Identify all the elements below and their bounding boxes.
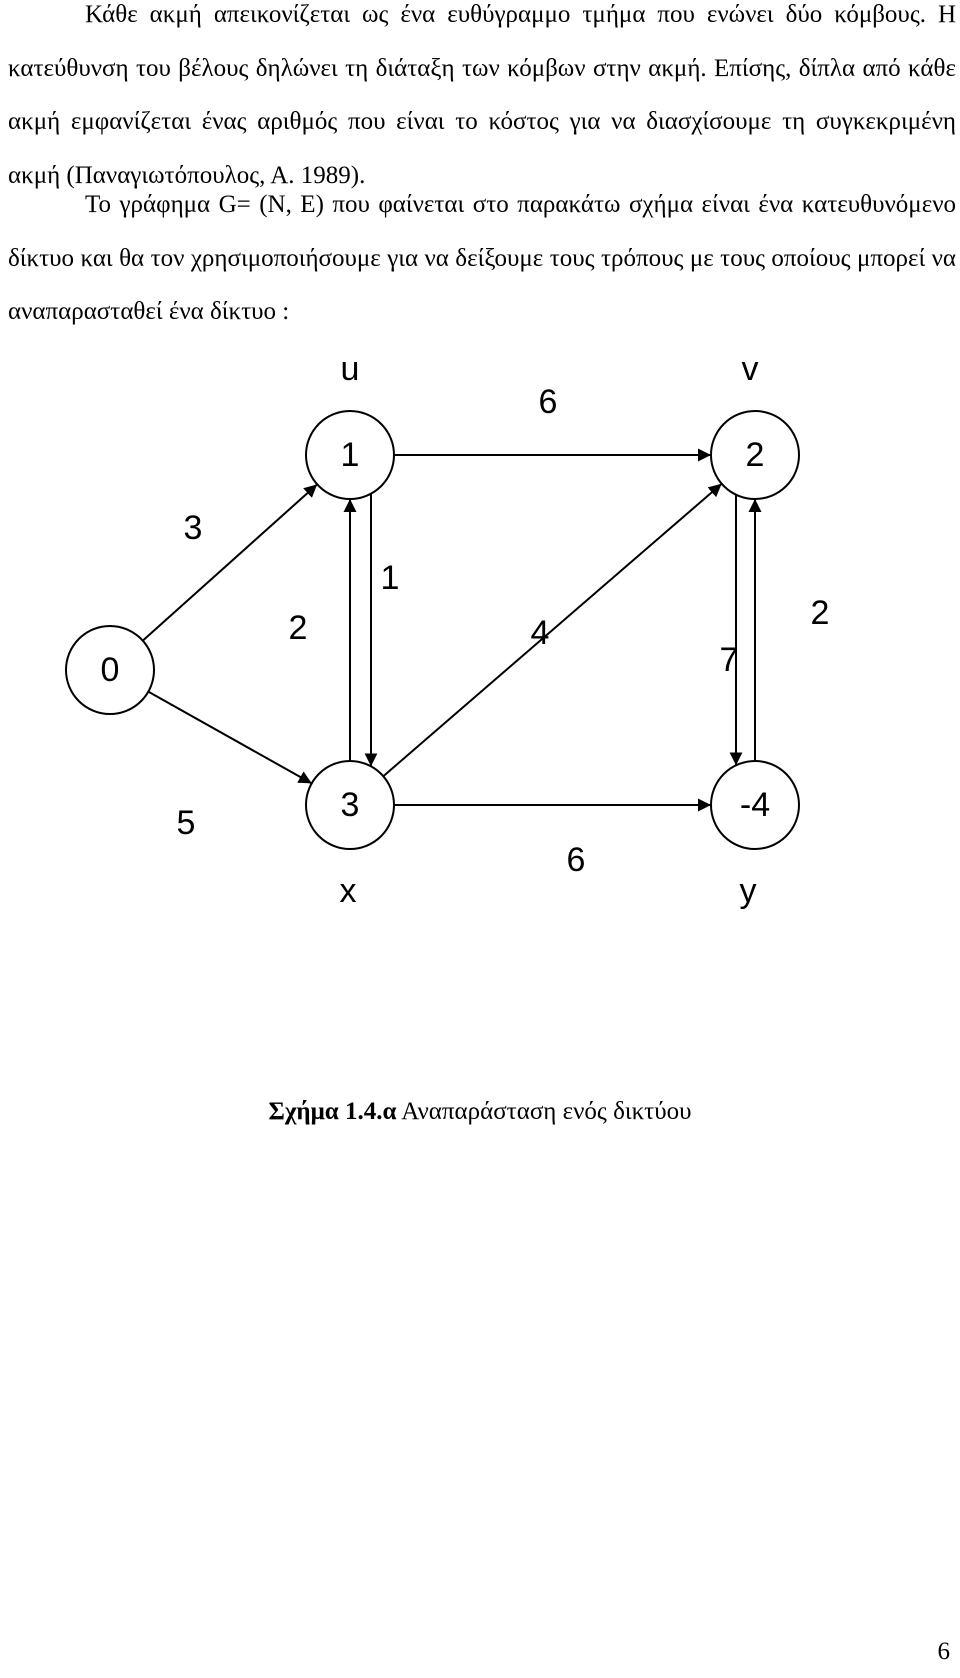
node-name-n1: u — [341, 350, 360, 388]
edge-cost-n2-n4: 2 — [811, 594, 830, 632]
edge-cost-n0-n1: 3 — [184, 509, 203, 547]
caption-label: Σχήμα 1.4.α — [268, 1098, 397, 1125]
paragraph-graph-intro: Το γράφημα G= (N, E) που φαίνεται στο πα… — [8, 191, 956, 325]
node-n4 — [710, 760, 800, 850]
nodes-layer — [65, 410, 800, 850]
node-value-n3: 3 — [341, 786, 360, 824]
node-n3 — [305, 760, 395, 850]
node-name-n2: v — [742, 350, 759, 388]
edges-layer — [142, 448, 762, 812]
edge-cost-n3-n4: 6 — [567, 841, 586, 879]
figure-caption: Σχήμα 1.4.α Αναπαράσταση ενός δικτύου — [0, 1098, 960, 1126]
edge-cost-n1-n2: 6 — [539, 383, 558, 421]
network-diagram: 3 5 6 2 1 4 6 7 2 0 1 u 2 v 3 x -4 y — [65, 350, 830, 910]
edge-cost-n1-n3: 2 — [289, 609, 308, 647]
caption-text: Αναπαράσταση ενός δικτύου — [396, 1098, 692, 1125]
node-value-n0: 0 — [101, 651, 120, 689]
paragraph-edge-description: Κάθε ακμή απεικονίζεται ως ένα ευθύγραμμ… — [8, 1, 956, 189]
page-number: 6 — [937, 1638, 951, 1665]
node-name-n4: y — [740, 872, 757, 910]
edge-cost-n3-n1: 1 — [381, 559, 400, 597]
edge-n0-n3 — [147, 690, 313, 785]
edge-cost-n3-n2: 4 — [531, 614, 550, 652]
node-n1 — [305, 410, 395, 500]
edge-n0-n1 — [142, 483, 318, 642]
node-name-n3: x — [340, 872, 357, 910]
edge-cost-n4-n2: 7 — [720, 641, 739, 679]
node-value-n1: 1 — [341, 436, 360, 474]
network-figure: 3 5 6 2 1 4 6 7 2 0 1 u 2 v 3 x -4 y — [0, 350, 960, 990]
node-n2 — [710, 410, 800, 500]
edge-cost-n0-n3: 5 — [177, 804, 196, 842]
labels-layer: 3 5 6 2 1 4 6 7 2 0 1 u 2 v 3 x -4 y — [101, 350, 830, 910]
edge-n3-n2 — [382, 483, 723, 777]
node-value-n4: -4 — [740, 786, 770, 824]
node-value-n2: 2 — [746, 436, 765, 474]
node-n0 — [65, 625, 155, 715]
